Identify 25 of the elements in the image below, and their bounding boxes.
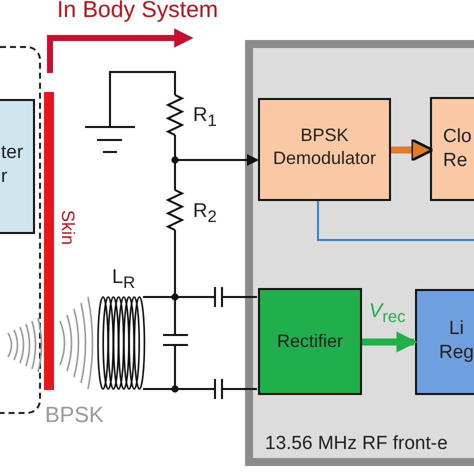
component-label: R$_{1}$ [193, 104, 217, 131]
box-label: BPSK Demodulator [272, 124, 378, 169]
process-box [0, 99, 35, 234]
title-text: In Body System [57, 0, 218, 23]
signal-label: BPSK [45, 402, 104, 428]
skin-label: Skin [57, 210, 78, 246]
component-label: L$_{R}$ [112, 266, 136, 293]
connector-line [222, 296, 257, 298]
dashed-group-box [0, 46, 41, 414]
process-box [430, 97, 474, 201]
process-box [415, 289, 474, 395]
connector-line [317, 201, 474, 241]
arrow [391, 138, 434, 162]
panel-box [245, 40, 474, 466]
arrow [175, 154, 259, 166]
arrow [362, 332, 418, 352]
box-label: Li Reg [439, 317, 474, 364]
box-label: Rectifier [276, 330, 344, 352]
connector-line [222, 388, 257, 390]
process-box [258, 288, 362, 395]
box-label: ter r [1, 141, 24, 188]
caption-text: 13.56 MHz RF front-e [265, 432, 448, 456]
component-label: R$_{2}$ [193, 200, 217, 227]
box-label: Clo Re [443, 125, 472, 172]
process-box [258, 98, 391, 201]
